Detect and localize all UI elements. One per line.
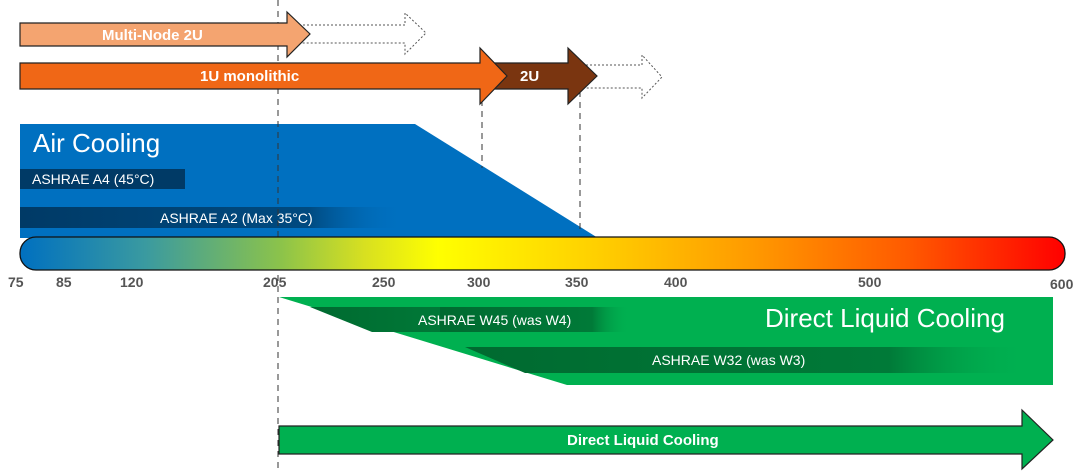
ashrae-w32-band bbox=[465, 347, 1030, 373]
ashrae-a4-band bbox=[20, 169, 185, 189]
multinode-arrow bbox=[19, 10, 311, 59]
tick-250: 250 bbox=[372, 274, 396, 290]
twou-projected-arrow bbox=[585, 53, 663, 100]
tick-400: 400 bbox=[664, 274, 688, 290]
ashrae-a2-label: ASHRAE A2 (Max 35°C) bbox=[160, 210, 313, 226]
monolithic-label: 1U monolithic bbox=[200, 68, 299, 85]
twou-arrow bbox=[489, 46, 598, 106]
tick-350: 350 bbox=[565, 274, 589, 290]
air-cooling-title: Air Cooling bbox=[33, 128, 160, 158]
tick-120: 120 bbox=[120, 274, 144, 290]
multinode-projected-arrow bbox=[294, 11, 427, 56]
tick-85: 85 bbox=[56, 274, 72, 290]
tick-300: 300 bbox=[467, 274, 491, 290]
power-scale-bar bbox=[19, 236, 1066, 271]
monolithic-arrow bbox=[19, 46, 508, 106]
scale-ticks: 75 85 120 205 250 300 350 400 500 600 bbox=[8, 274, 1074, 292]
tick-600: 600 bbox=[1050, 276, 1074, 292]
dlc-arrow bbox=[278, 408, 1054, 471]
tick-205: 205 bbox=[263, 274, 287, 290]
ashrae-a2-band bbox=[20, 207, 405, 228]
dlc-arrow-label: Direct Liquid Cooling bbox=[567, 432, 719, 449]
twou-label: 2U bbox=[520, 68, 539, 85]
ashrae-a4-label: ASHRAE A4 (45°C) bbox=[32, 171, 154, 187]
tick-500: 500 bbox=[858, 274, 882, 290]
ashrae-w45-band-ext bbox=[440, 307, 630, 332]
tick-75: 75 bbox=[8, 274, 24, 290]
ashrae-w45-label: ASHRAE W45 (was W4) bbox=[418, 312, 571, 328]
multinode-label: Multi-Node 2U bbox=[102, 27, 203, 44]
ashrae-w32-label: ASHRAE W32 (was W3) bbox=[652, 352, 805, 368]
liquid-cooling-title: Direct Liquid Cooling bbox=[765, 303, 1005, 333]
